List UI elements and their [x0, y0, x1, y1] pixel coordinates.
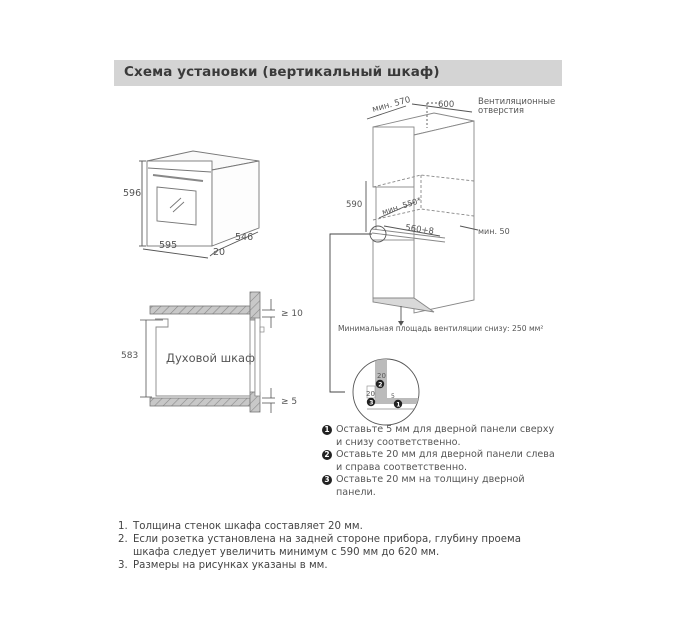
- oven-depth-label: 546: [235, 232, 253, 243]
- section-height-label: 583: [121, 351, 138, 361]
- section-header-bar: Схема установки (вертикальный шкаф): [114, 60, 562, 86]
- detail-marker-3: 3: [369, 400, 373, 407]
- top-gap-label: ≥ 10: [281, 309, 303, 319]
- legend-item: 1 Оставьте 5 мм для дверной панели сверх…: [322, 424, 562, 449]
- legend-marker-icon: 3: [322, 475, 332, 485]
- detail-dim-a: 20: [377, 372, 386, 380]
- note-number: 1.: [118, 521, 128, 532]
- note-number: 3.: [118, 560, 128, 571]
- note-text: Толщина стенок шкафа составляет 20 мм.: [133, 521, 363, 532]
- oven-width-label: 595: [159, 240, 177, 251]
- bottom-vent-note: Минимальная площадь вентиляции снизу: 25…: [338, 324, 543, 333]
- oven-section-label: Духовой шкаф: [166, 351, 255, 365]
- niche-height-label: 590: [346, 200, 362, 210]
- door-thickness-label: 20: [213, 247, 225, 258]
- detail-marker-1: 1: [396, 402, 400, 409]
- section-title: Схема установки (вертикальный шкаф): [124, 64, 440, 80]
- niche-width-label: 560+8: [405, 223, 435, 237]
- legend-item: 2 Оставьте 20 мм для дверной панели слев…: [322, 449, 562, 474]
- legend-marker-icon: 2: [322, 450, 332, 460]
- legend-text: Оставьте 5 мм для дверной панели сверху …: [336, 424, 555, 448]
- min-gap-label: мин. 50: [478, 227, 510, 236]
- note-item: 2. Если розетка установлена на задней ст…: [118, 533, 558, 559]
- side-section-drawing: [140, 291, 275, 413]
- detail-marker-2: 2: [378, 382, 382, 389]
- cabinet-width-label: 600: [438, 100, 454, 110]
- bottom-gap-label: ≥ 5: [281, 397, 297, 407]
- cabinet-drawing: [329, 102, 479, 393]
- note-item: 1. Толщина стенок шкафа составляет 20 мм…: [118, 520, 558, 533]
- note-number: 2.: [118, 534, 128, 545]
- detail-dim-c: 5: [391, 393, 395, 400]
- oven-height-label: 596: [123, 188, 141, 199]
- legend-text: Оставьте 20 мм на толщину дверной панели…: [336, 474, 525, 498]
- detail-callout: [352, 358, 420, 426]
- footnotes: 1. Толщина стенок шкафа составляет 20 мм…: [118, 520, 558, 572]
- min-depth-label: мин. 570: [371, 95, 411, 115]
- detail-legend: 1 Оставьте 5 мм для дверной панели сверх…: [322, 424, 562, 499]
- legend-text: Оставьте 20 мм для дверной панели слева …: [336, 449, 555, 473]
- note-text: Если розетка установлена на задней сторо…: [133, 534, 521, 558]
- legend-marker-icon: 1: [322, 425, 332, 435]
- vent-label-line1: Вентиляционные: [478, 97, 555, 107]
- legend-item: 3 Оставьте 20 мм на толщину дверной пане…: [322, 474, 562, 499]
- vent-label-line2: отверстия: [478, 106, 524, 116]
- oven-perspective-drawing: [139, 150, 260, 259]
- detail-dim-b: 20: [366, 390, 375, 398]
- note-text: Размеры на рисунках указаны в мм.: [133, 560, 328, 571]
- note-item: 3. Размеры на рисунках указаны в мм.: [118, 559, 558, 572]
